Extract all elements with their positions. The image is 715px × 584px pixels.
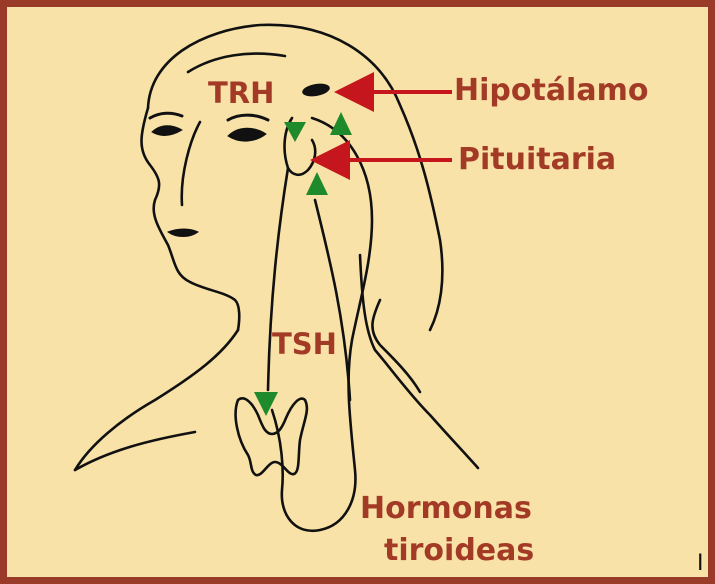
- upward-arrow-hypothalamus: [330, 112, 352, 135]
- hormonas-label-line1: Hormonas: [360, 491, 532, 526]
- left-brow: [150, 113, 182, 118]
- brow-contour: [182, 122, 200, 205]
- upward-arrow-pituitary: [306, 172, 328, 195]
- hipotalamo-label: Hipotálamo: [454, 73, 648, 108]
- mouth: [168, 229, 198, 237]
- hairline: [188, 54, 285, 72]
- facial-features: [150, 113, 268, 236]
- hormonas-label-line2: tiroideas: [384, 533, 534, 568]
- right-eye: [228, 128, 266, 141]
- hormone-return-line: [315, 200, 350, 400]
- tsh-label: TSH: [272, 327, 337, 361]
- neck-left-line: [75, 330, 238, 470]
- neck-right-line: [360, 255, 478, 468]
- trh-label: TRH: [208, 76, 274, 110]
- shoulder-left-line: [75, 432, 195, 470]
- left-eye: [152, 126, 182, 136]
- corner-mark: I: [697, 551, 704, 576]
- pituitaria-label: Pituitaria: [458, 142, 616, 177]
- right-brow: [228, 115, 268, 120]
- head-outline-drawing: [75, 25, 478, 531]
- neck-muscle-line: [372, 300, 420, 392]
- hypothalamus-mark: [301, 82, 331, 99]
